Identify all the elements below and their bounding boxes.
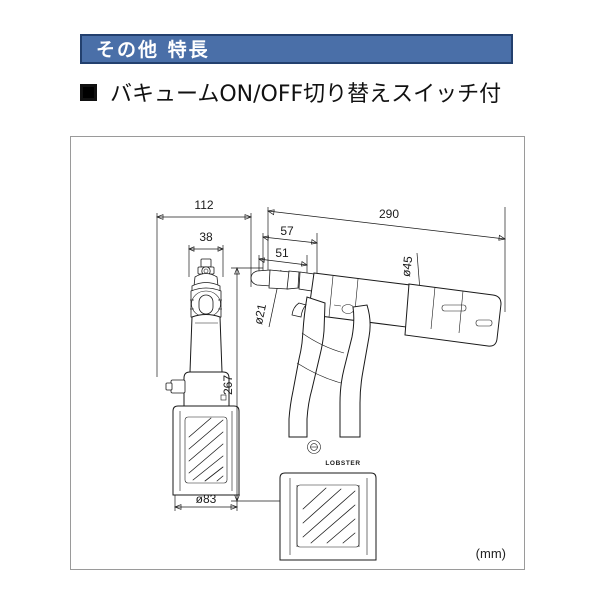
dimension-side-overall-length: 290 <box>267 207 506 312</box>
side-view-rear-housing <box>404 283 502 347</box>
front-view-body <box>165 371 230 407</box>
feature-bullet-row: バキュームON/OFF切り替えスイッチ付 <box>80 76 501 108</box>
side-view-nose <box>250 269 315 292</box>
front-view-drawing: 112 38 <box>156 198 252 511</box>
side-view-handle: LOBSTER <box>288 296 371 467</box>
dimension-label-38: 38 <box>199 230 213 244</box>
dimension-label-112: 112 <box>194 198 213 212</box>
unit-note-label: (mm) <box>475 546 506 561</box>
section-title: その他 特長 <box>96 38 210 61</box>
front-view-barrel <box>189 314 223 375</box>
technical-drawing: 112 38 <box>156 198 506 561</box>
dimension-label-267: 267 <box>221 375 235 395</box>
dimension-label-51: 51 <box>275 246 289 260</box>
dimension-front-nose-width: 38 <box>188 230 224 277</box>
dimension-label-290: 290 <box>379 207 399 221</box>
section-header-band: その他 特長 <box>80 34 513 64</box>
dimension-front-overall-width: 112 <box>156 198 252 377</box>
filled-square-bullet-icon <box>80 83 97 101</box>
side-view-canister <box>279 472 377 561</box>
brand-logo-label: LOBSTER <box>325 460 360 467</box>
technical-drawing-frame: 112 38 <box>70 136 525 570</box>
side-view-drawing: 290 57 51 <box>221 207 506 561</box>
side-canister-grip-hatching <box>302 487 356 544</box>
dimension-label-d45: ø45 <box>399 255 415 278</box>
front-view-collar <box>190 287 222 321</box>
dimension-label-d21: ø21 <box>251 302 269 325</box>
front-view-canister <box>172 405 240 496</box>
dimension-label-d83: ø83 <box>196 492 217 506</box>
canister-grip-hatching <box>188 417 224 482</box>
dimension-label-57: 57 <box>280 224 294 238</box>
feature-bullet-label: バキュームON/OFF切り替えスイッチ付 <box>110 82 502 107</box>
dimension-front-base-diameter: ø83 <box>174 492 238 511</box>
